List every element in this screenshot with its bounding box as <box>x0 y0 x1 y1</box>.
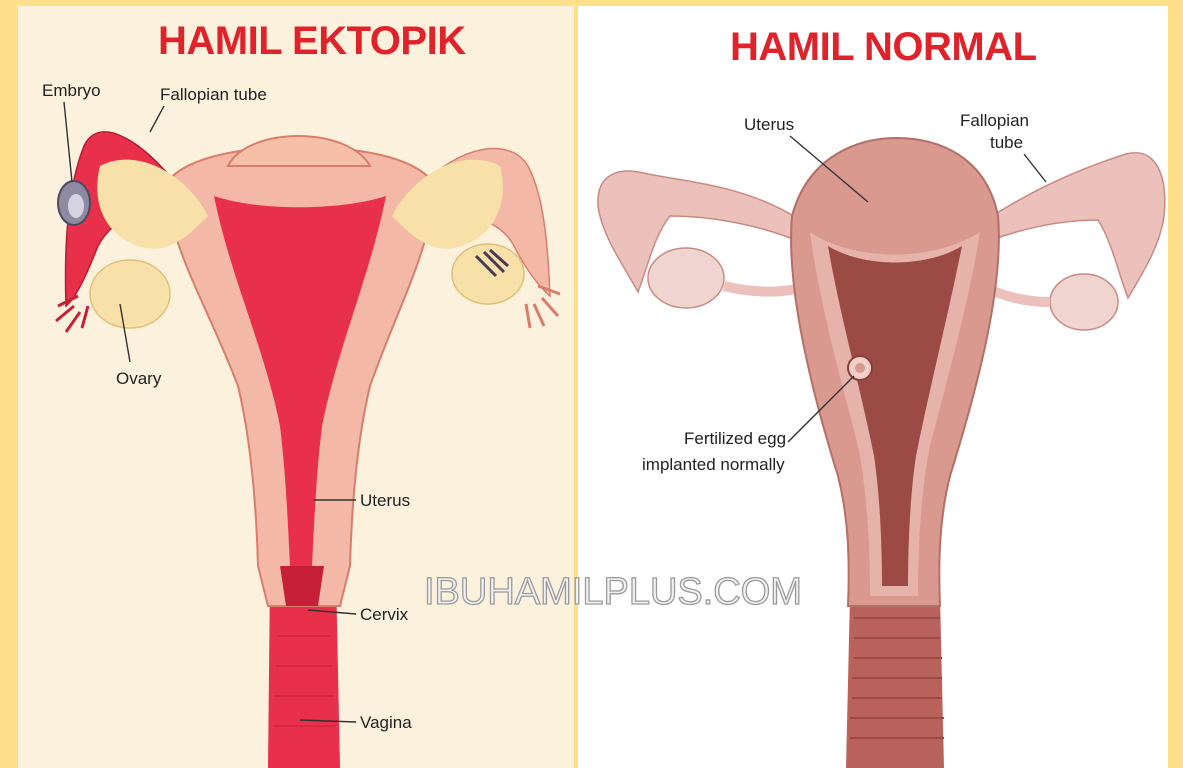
watermark-text: IBUHAMILPLUS.COM <box>424 571 802 613</box>
